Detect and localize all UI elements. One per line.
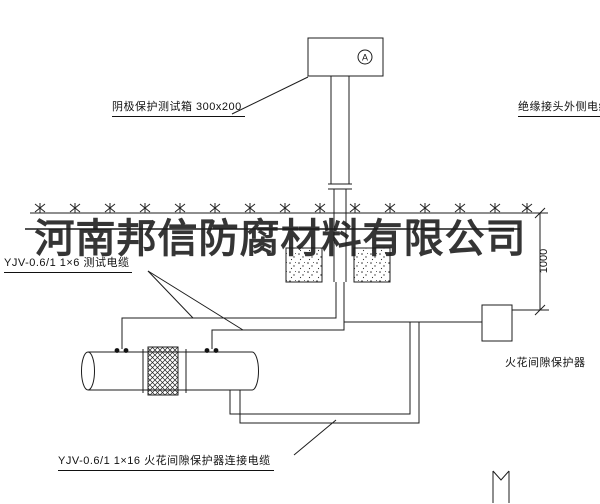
label-dimension-1000: 1000 (538, 248, 550, 274)
ammeter-icon (357, 49, 373, 65)
pipe-break-icon (492, 470, 510, 503)
test-post (328, 76, 352, 282)
insulating-joint (142, 346, 187, 396)
test-box (307, 37, 384, 77)
label-test-cable: YJV-0.6/1 1×6 测试电缆 (4, 256, 133, 273)
dimension-line (512, 207, 549, 316)
label-outer-cable: 绝缘接头外侧电缆 (518, 100, 600, 117)
spark-gap-protector (481, 304, 513, 342)
label-spark-gap: 火花间隙保护器 (505, 357, 586, 369)
grade-marks-icon (34, 202, 533, 214)
label-test-box: 阴极保护测试箱 300x200 (112, 100, 245, 117)
spark-gap-circuit (229, 321, 482, 424)
label-connect-cable: YJV-0.6/1 1×16 火花间隙保护器连接电缆 (58, 454, 274, 471)
ammeter-label: A (362, 53, 368, 63)
test-cable-runs (121, 282, 345, 349)
watermark-text: 河南邦信防腐材料有限公司 (34, 216, 527, 261)
weld-points-icon (114, 348, 219, 353)
leader-lines (147, 76, 337, 456)
foundation-left (285, 247, 323, 283)
foundation-right (353, 247, 391, 283)
